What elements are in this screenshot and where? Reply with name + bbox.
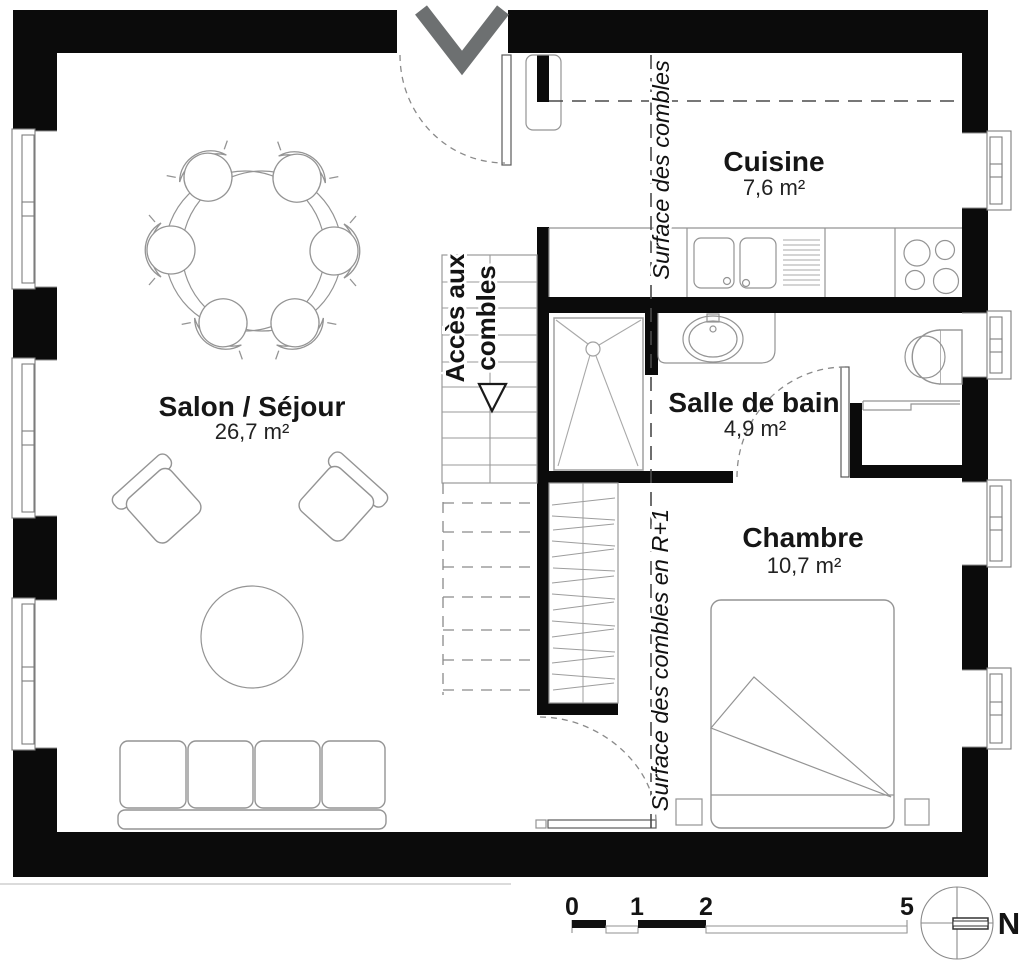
room-name-cuisine: Cuisine xyxy=(723,146,824,177)
wall-kitchen-bath xyxy=(525,297,962,313)
wall-entry-stub xyxy=(537,55,549,102)
wall-bottom xyxy=(13,832,988,877)
walls xyxy=(13,10,988,877)
stairs-upper-dashed xyxy=(442,483,537,695)
attic-access-label-line2: combles xyxy=(471,265,501,371)
scale-tick-5: 5 xyxy=(900,893,914,921)
compass: N xyxy=(920,886,1020,960)
round-rug xyxy=(200,585,304,689)
wall-right-4 xyxy=(962,565,988,670)
room-name-bain: Salle de bain xyxy=(668,387,839,418)
wall-left-3 xyxy=(13,516,57,600)
window xyxy=(962,130,1012,211)
chair xyxy=(179,283,266,364)
room-area-cuisine: 7,6 m² xyxy=(743,175,805,200)
attic-access-label-line1: Accès aux xyxy=(440,253,470,382)
toilet xyxy=(904,329,963,385)
wall-top-right xyxy=(508,10,988,53)
attic-annotations: Accès aux combles Surface des combles Su… xyxy=(437,57,677,814)
scale-tick-1: 1 xyxy=(630,893,644,921)
wall-top-left xyxy=(13,10,397,53)
room-area-chambre: 10,7 m² xyxy=(767,553,842,578)
window xyxy=(962,310,1012,380)
room-name-chambre: Chambre xyxy=(742,522,863,553)
wardrobe xyxy=(548,482,619,704)
room-area-salon: 26,7 m² xyxy=(215,419,290,444)
attic-surface-r1-label: Surface des combles en R+1 xyxy=(647,509,673,811)
drainboard xyxy=(783,239,820,286)
shower xyxy=(553,317,644,471)
wall-left-1 xyxy=(13,10,57,131)
bathroom-door xyxy=(736,366,850,478)
scale-tick-2: 2 xyxy=(699,893,713,921)
chair xyxy=(144,214,196,286)
entrance-arrow-icon xyxy=(415,5,509,76)
scale-bar: 0 1 2 5 xyxy=(565,893,914,934)
scale-tick-0: 0 xyxy=(565,893,579,921)
entry-closet xyxy=(525,54,562,131)
chair xyxy=(252,283,339,364)
wall-right-1 xyxy=(962,10,988,133)
window xyxy=(11,357,57,519)
north-label: N xyxy=(998,906,1020,941)
bed xyxy=(709,599,895,829)
stairs-direction-arrow-icon xyxy=(477,382,508,414)
sofa xyxy=(117,740,387,830)
bath-closet-shelf xyxy=(862,400,960,411)
kitchen-counter xyxy=(548,227,962,297)
window xyxy=(962,667,1012,750)
staircase xyxy=(441,254,538,695)
entrance-door xyxy=(399,54,562,166)
wall-right-3 xyxy=(962,377,988,482)
wall-bath-closet-side xyxy=(850,403,862,478)
faucet-icon xyxy=(706,313,720,323)
window xyxy=(11,597,57,751)
wall-wardrobe-bottom xyxy=(537,703,618,715)
wall-bath-closet-bottom xyxy=(850,465,962,478)
room-name-salon: Salon / Séjour xyxy=(159,391,346,422)
room-labels: Salon / Séjour 26,7 m² Cuisine 7,6 m² Sa… xyxy=(159,146,864,578)
bedroom-door xyxy=(535,716,657,829)
bedside-table xyxy=(904,798,930,826)
attic-surface-label: Surface des combles xyxy=(648,60,674,280)
armchair xyxy=(289,448,392,551)
wall-bath-bedroom xyxy=(540,471,733,483)
bathroom-sink xyxy=(657,313,776,364)
wall-left-2 xyxy=(13,287,57,360)
blanket-fold xyxy=(709,676,892,798)
wall-right-2 xyxy=(962,208,988,313)
armchair xyxy=(108,450,211,553)
cooktop xyxy=(903,239,960,295)
bedside-table xyxy=(675,798,703,826)
window xyxy=(962,479,1012,568)
chair xyxy=(309,215,361,287)
chair xyxy=(164,136,251,217)
right-windows xyxy=(962,130,1012,750)
kitchen-sink xyxy=(693,237,777,289)
window xyxy=(11,128,57,290)
room-area-bain: 4,9 m² xyxy=(724,416,786,441)
left-windows xyxy=(11,128,57,751)
